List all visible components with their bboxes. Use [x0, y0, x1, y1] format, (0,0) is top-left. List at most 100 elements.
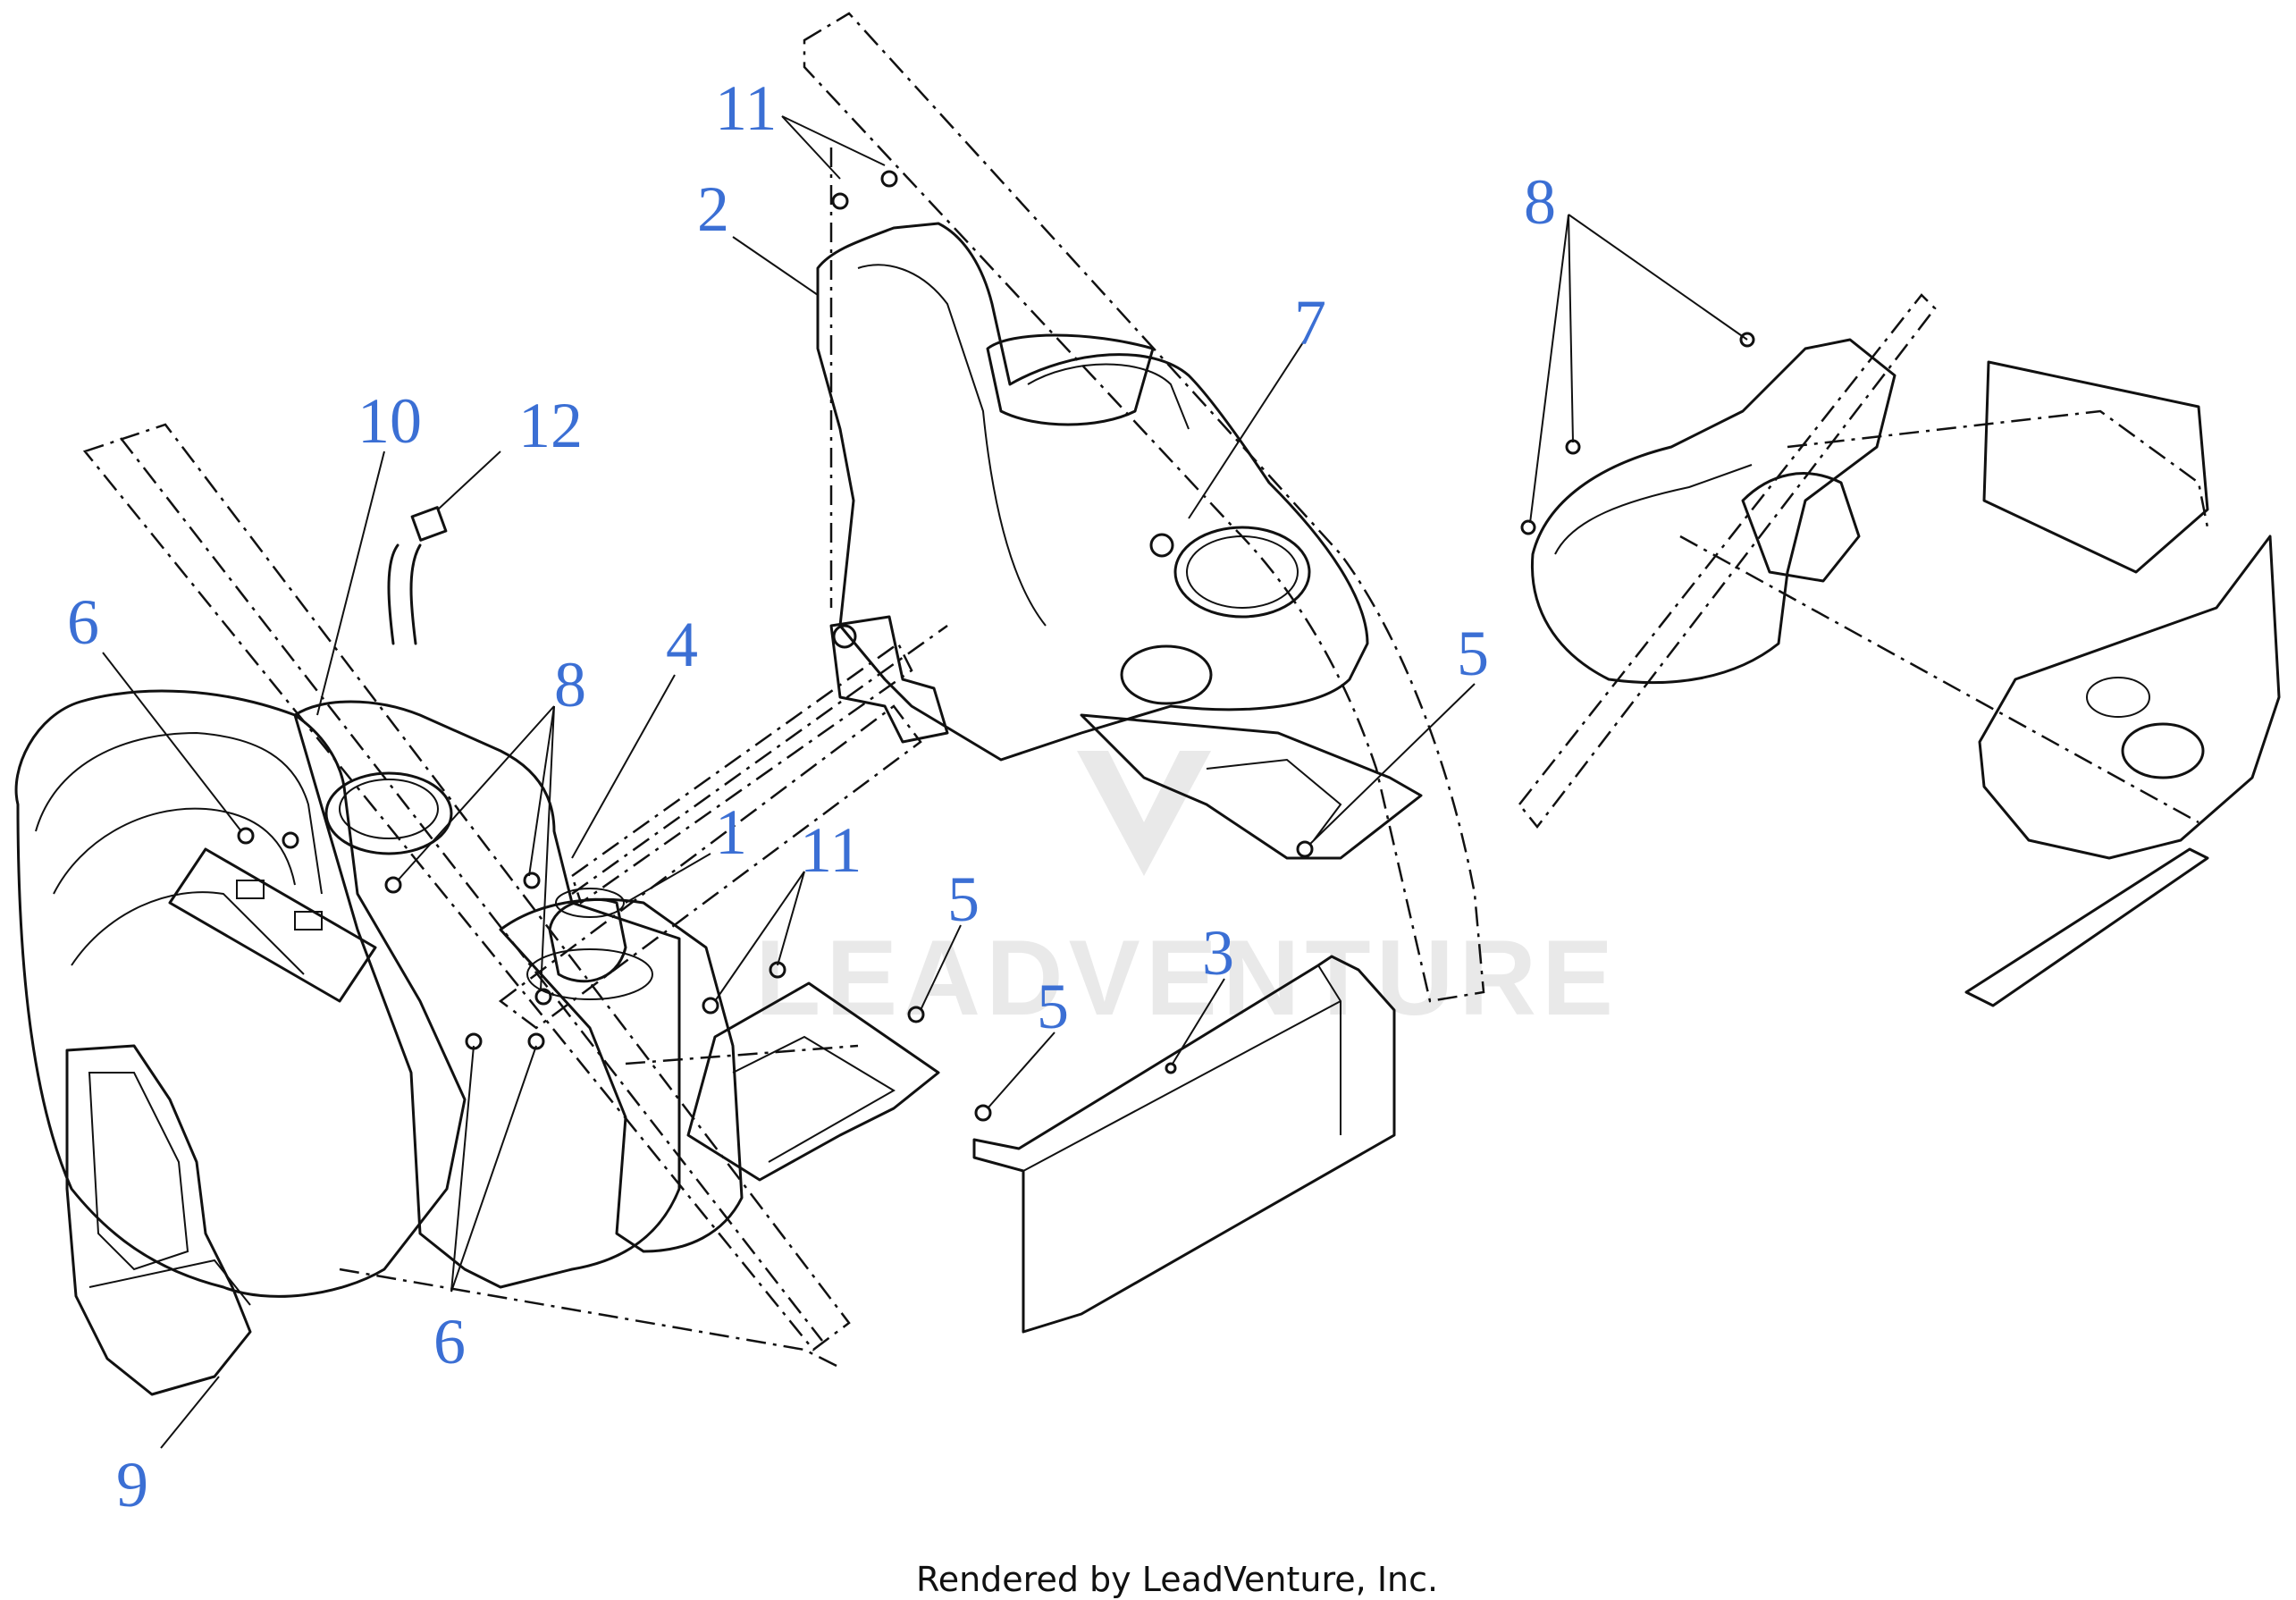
leader-6-upper [102, 652, 242, 832]
callout-2: 2 [697, 173, 729, 245]
watermark: LEADVENTURE [755, 751, 1619, 1038]
fastener-11-c [831, 192, 849, 210]
ref-rear-panel [1982, 360, 2209, 574]
rear-fender-round-cutout [1173, 526, 1311, 619]
fastener-11-a [702, 997, 719, 1015]
rear-fender-round-cutout-inner [1186, 535, 1299, 609]
leader-11-lower-a [714, 871, 805, 1002]
callout-1: 1 [715, 796, 747, 868]
callout-10: 10 [357, 385, 422, 457]
leader-6-lower-b [450, 1045, 537, 1293]
floor-plate-inner [732, 1035, 896, 1163]
vent-hose [387, 543, 399, 645]
leader-2 [732, 236, 819, 296]
rear-crossmember [570, 642, 913, 905]
fastener-8-a [384, 876, 402, 894]
callout-5-mid: 5 [947, 863, 980, 935]
leader-8-left-c [540, 705, 555, 991]
storage-bag [65, 1044, 252, 1396]
ref-fender-left [1530, 338, 1897, 685]
leader-8-left-a [397, 705, 555, 881]
leader-8-right-c [1529, 214, 1569, 524]
fuel-cap-ring [526, 948, 653, 1000]
leader-lines [102, 115, 1748, 1449]
fastener-8-d [1739, 332, 1755, 348]
fastener-8-b [523, 872, 541, 889]
fastener-11-d [880, 170, 898, 188]
rear-fender-contour-2 [1027, 363, 1190, 430]
mount-bracket-hole [832, 624, 857, 649]
rear-fender-grommet [1149, 533, 1174, 558]
fastener-5-b [1296, 840, 1314, 858]
leader-8-right-b [1568, 214, 1574, 443]
seat-pan-body [293, 700, 681, 1289]
mount-bracket [829, 615, 949, 744]
mount-slot-2 [294, 911, 323, 931]
seat-pan-cupholder [324, 771, 453, 855]
watermark-logo [1077, 751, 1211, 876]
mount-slot-1 [236, 880, 265, 899]
leader-8-right-a [1568, 214, 1748, 341]
callout-3: 3 [1202, 917, 1234, 989]
callout-12: 12 [518, 390, 583, 461]
callout-11-lower: 11 [800, 814, 862, 886]
ref-frame-rail [1518, 293, 1937, 829]
assembly-line-mid [625, 1044, 859, 1065]
ref-frame-top [1787, 409, 2209, 528]
leader-5-low [987, 1032, 1055, 1109]
leader-8-left-b [528, 705, 555, 877]
rear-panel-hole [1165, 1062, 1177, 1074]
leader-11-upper-a [781, 115, 841, 180]
leader-12 [437, 451, 501, 510]
fuel-tank-body [499, 897, 744, 1253]
callout-labels: 1 2 3 4 5 5 5 6 6 7 8 8 9 10 11 11 12 [67, 72, 1556, 1520]
assembly-line-bottom [339, 1267, 841, 1369]
rear-fender-wing [1080, 713, 1423, 860]
rear-fender-lower-cup [1120, 644, 1213, 705]
storage-bag-lip [88, 1259, 251, 1306]
leader-6-lower-a [450, 1045, 475, 1293]
fuel-cap [548, 897, 627, 983]
fastener-8-c [534, 988, 552, 1006]
leader-7 [1188, 339, 1306, 519]
leader-10 [316, 451, 385, 716]
leader-4 [571, 674, 676, 859]
leader-5-right [1308, 683, 1476, 846]
leader-5-mid [920, 924, 962, 1011]
ref-cup [2086, 677, 2150, 718]
ref-round-cutout [2121, 722, 2205, 779]
fastener-5-c [974, 1104, 992, 1122]
rear-fender-body [816, 222, 1369, 762]
fender-contour-2 [53, 807, 296, 895]
callout-8-left: 8 [554, 649, 586, 720]
ref-frame-crossmember [1679, 535, 2199, 824]
watermark-text: LEADVENTURE [755, 918, 1619, 1038]
fastener-8-f [1520, 519, 1536, 535]
fender-shell-left [14, 689, 467, 1298]
fastener-6-a [237, 827, 255, 845]
seat-pan-cupholder-inner [339, 779, 439, 839]
leader-3 [1172, 978, 1225, 1065]
ref-fuel-tank [1741, 472, 1861, 583]
mount-plate [168, 847, 377, 1003]
fastener-6-b [282, 831, 299, 849]
storage-bag-inner [88, 1072, 189, 1271]
vent-hose-edge [409, 543, 422, 645]
fastener-5-a [907, 1006, 925, 1023]
frame-crossmember [498, 704, 922, 1030]
leader-11-lower-b [777, 871, 805, 966]
fender-contour-3 [71, 891, 305, 975]
fuel-cap-top [555, 888, 625, 918]
callout-8-right: 8 [1524, 166, 1556, 238]
leader-9 [160, 1376, 220, 1449]
frame-rail-left [82, 423, 851, 1352]
left-fender-assembly [14, 423, 948, 1396]
ref-lower-rail [1964, 847, 2209, 1007]
fastener-8-e [1565, 439, 1581, 455]
frame-crossmember-top [571, 624, 948, 896]
leader-1 [625, 853, 711, 904]
ref-rear-fender [1978, 535, 2281, 860]
frame-rail-axis [120, 437, 823, 1342]
rear-fender-contour-1 [857, 264, 1047, 627]
